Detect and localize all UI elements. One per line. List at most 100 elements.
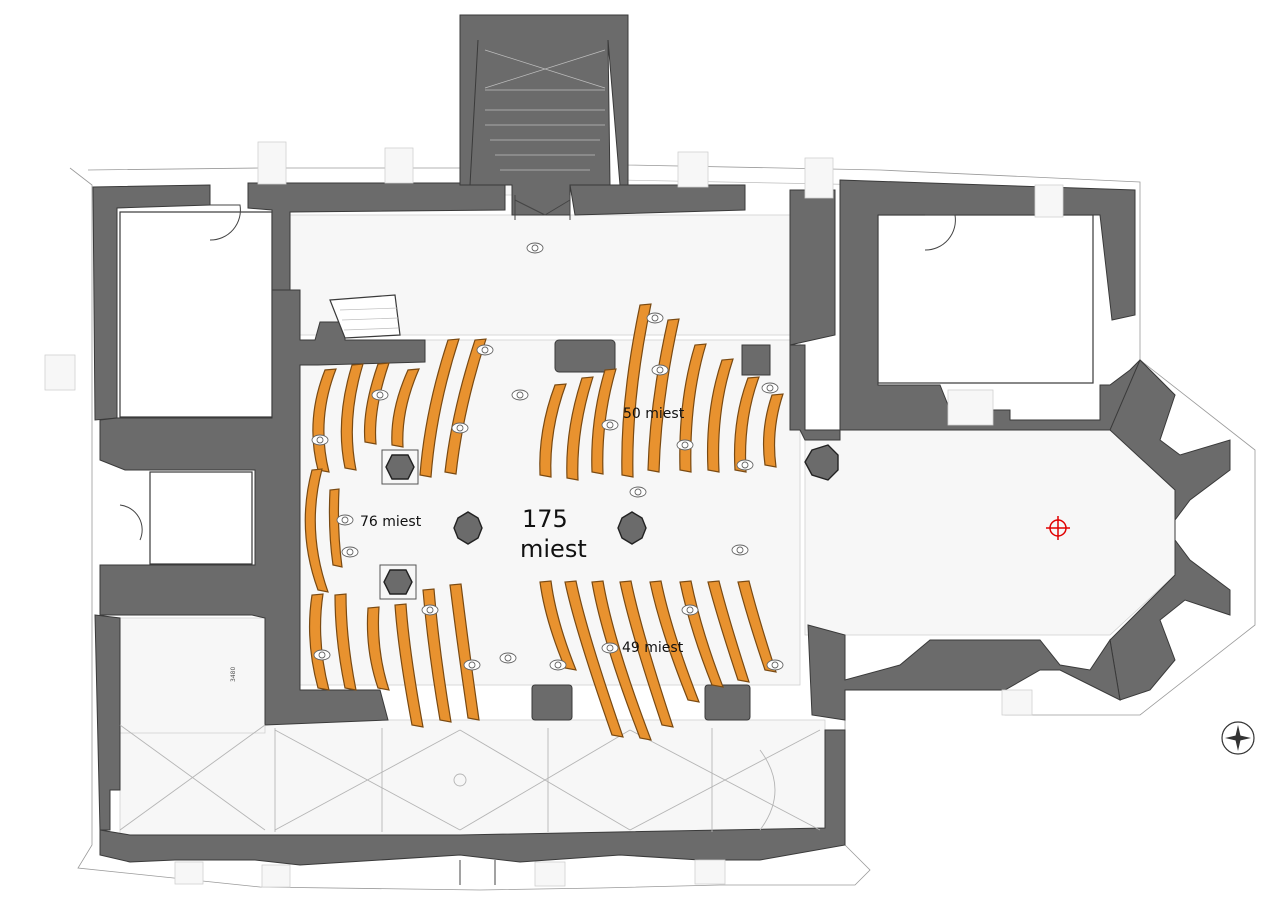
wall-pier-north	[554, 339, 616, 373]
pew-nw-6	[444, 338, 487, 475]
window-4	[804, 157, 834, 199]
wall-south	[99, 729, 846, 866]
pew-nw-4	[391, 368, 420, 448]
person-figure	[511, 389, 529, 401]
wall-apse	[1109, 359, 1231, 701]
person-figure	[463, 659, 481, 671]
pillar-nave-east	[617, 511, 647, 545]
window-7	[174, 861, 204, 885]
pew-se-4	[619, 580, 674, 728]
person-figure	[731, 544, 749, 556]
label-total-unit: miest	[520, 535, 587, 563]
person-figure	[601, 419, 619, 431]
pew-se-2	[564, 580, 624, 738]
wall-southwest	[94, 614, 121, 831]
northeast-room	[877, 214, 1094, 384]
pulpit	[804, 444, 839, 481]
label-total-count: 175	[522, 505, 568, 533]
pew-se-5	[649, 580, 700, 703]
doors	[119, 195, 956, 885]
person-figure	[313, 649, 331, 661]
windows	[44, 141, 1064, 888]
person-figure	[476, 344, 494, 356]
person-figure	[336, 514, 354, 526]
pew-ne-9	[762, 393, 784, 468]
pew-ne-2	[566, 376, 594, 481]
wall-triumphal-north	[789, 344, 841, 441]
window-6	[44, 354, 76, 391]
door-south	[459, 860, 496, 885]
person-figure	[676, 439, 694, 451]
window-2	[384, 147, 414, 184]
window-12	[947, 389, 994, 426]
pew-sw-5	[422, 588, 452, 723]
wall-pier-south	[531, 684, 573, 721]
south-aisle-floor	[119, 719, 826, 836]
pew-se-1	[539, 580, 577, 671]
person-figure	[651, 364, 669, 376]
pew-nw-3	[363, 362, 390, 445]
person-figure	[341, 546, 359, 558]
person-figure	[526, 242, 544, 254]
people	[311, 242, 784, 671]
pillar-sw	[383, 569, 413, 595]
pew-west-inner	[328, 488, 343, 568]
door-nw	[209, 204, 241, 241]
label-tiny-mark: 3480	[230, 667, 237, 682]
pew-sw-6	[449, 583, 480, 721]
pew-west-outer	[304, 468, 329, 593]
door-main	[514, 195, 571, 220]
pew-ne-8	[733, 376, 760, 473]
pew-ne-4	[621, 303, 652, 478]
window-1	[257, 141, 287, 185]
north-stair	[329, 294, 401, 339]
tower-stairs	[484, 49, 606, 171]
walls	[92, 14, 1231, 866]
pew-se-8	[737, 580, 777, 673]
pew-ne-1	[539, 383, 567, 478]
pew-ne-7	[706, 358, 734, 473]
wall-presbytery-south	[807, 624, 1121, 721]
person-figure	[766, 659, 784, 671]
wall-north-mid	[569, 184, 746, 216]
pew-sw-2	[334, 593, 357, 691]
door-west	[119, 504, 143, 541]
pew-nw-5	[419, 338, 460, 478]
pew-nw-2	[340, 363, 364, 471]
pillar-nave-west	[453, 511, 483, 545]
stair-steps	[329, 294, 401, 339]
pew-sw-3	[366, 606, 390, 691]
person-figure	[736, 459, 754, 471]
pew-sw-4	[394, 603, 424, 728]
person-figure	[629, 486, 647, 498]
wall-pier-ne	[741, 344, 771, 376]
crosshair-icon	[1046, 516, 1070, 540]
pew-sw-1	[308, 593, 330, 691]
pew-se-7	[707, 580, 750, 683]
label-north-block: 50 miest	[623, 406, 685, 422]
door-ne	[924, 214, 956, 251]
window-5	[1034, 184, 1064, 218]
stair-room	[149, 471, 253, 565]
wall-nw	[92, 184, 211, 421]
window-11	[1001, 689, 1033, 716]
window-8	[261, 864, 291, 888]
southwest-room-floor	[119, 617, 266, 734]
pew-se-3	[591, 580, 652, 741]
window-3	[677, 151, 709, 188]
window-10	[694, 859, 726, 885]
pillar-box-sw	[379, 564, 417, 600]
wall-north-east	[789, 189, 836, 346]
presbytery-floor	[804, 429, 1176, 636]
person-figure	[499, 652, 517, 664]
label-west-block: 76 miest	[360, 514, 422, 530]
person-figure	[451, 422, 469, 434]
compass-rose-icon	[1221, 721, 1255, 755]
wall-pier-se	[704, 684, 751, 721]
west-room	[119, 211, 273, 418]
pillar-box-nw	[381, 449, 419, 485]
vault-lines	[119, 724, 821, 832]
person-figure	[761, 382, 779, 394]
pillars	[379, 444, 839, 600]
